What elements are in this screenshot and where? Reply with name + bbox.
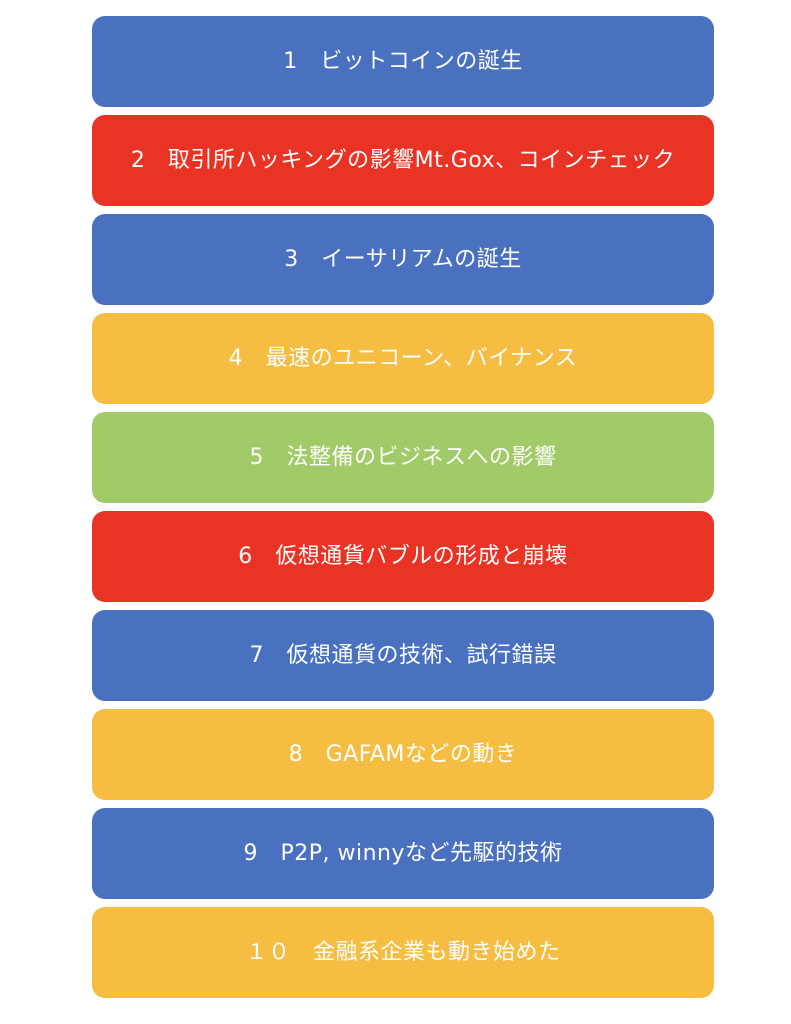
topic-label-2: 2 取引所ハッキングの影響Mt.Gox、コインチェック (130, 147, 676, 173)
topic-label-5: 5 法整備のビジネスへの影響 (249, 444, 557, 470)
topic-label-6: 6 仮想通貨バブルの形成と崩壊 (238, 543, 568, 569)
topic-list: 1 ビットコインの誕生 2 取引所ハッキングの影響Mt.Gox、コインチェック … (92, 16, 714, 1006)
topic-label-3: 3 イーサリアムの誕生 (284, 246, 522, 272)
topic-label-10: １０ 金融系企業も動き始めた (245, 939, 561, 965)
topic-label-1: 1 ビットコインの誕生 (283, 48, 523, 74)
topic-card-10: １０ 金融系企業も動き始めた (92, 907, 714, 998)
topic-label-8: 8 GAFAMなどの動き (288, 741, 518, 767)
topic-card-7: 7 仮想通貨の技術、試行錯誤 (92, 610, 714, 701)
topic-card-4: 4 最速のユニコーン、バイナンス (92, 313, 714, 404)
topic-card-6: 6 仮想通貨バブルの形成と崩壊 (92, 511, 714, 602)
topic-card-9: 9 P2P, winnyなど先駆的技術 (92, 808, 714, 899)
topic-label-4: 4 最速のユニコーン、バイナンス (228, 345, 578, 371)
topic-card-3: 3 イーサリアムの誕生 (92, 214, 714, 305)
topic-card-1: 1 ビットコインの誕生 (92, 16, 714, 107)
topic-card-8: 8 GAFAMなどの動き (92, 709, 714, 800)
topic-card-2: 2 取引所ハッキングの影響Mt.Gox、コインチェック (92, 115, 714, 206)
topic-label-9: 9 P2P, winnyなど先駆的技術 (243, 840, 563, 866)
topic-card-5: 5 法整備のビジネスへの影響 (92, 412, 714, 503)
topic-label-7: 7 仮想通貨の技術、試行錯誤 (249, 642, 557, 668)
